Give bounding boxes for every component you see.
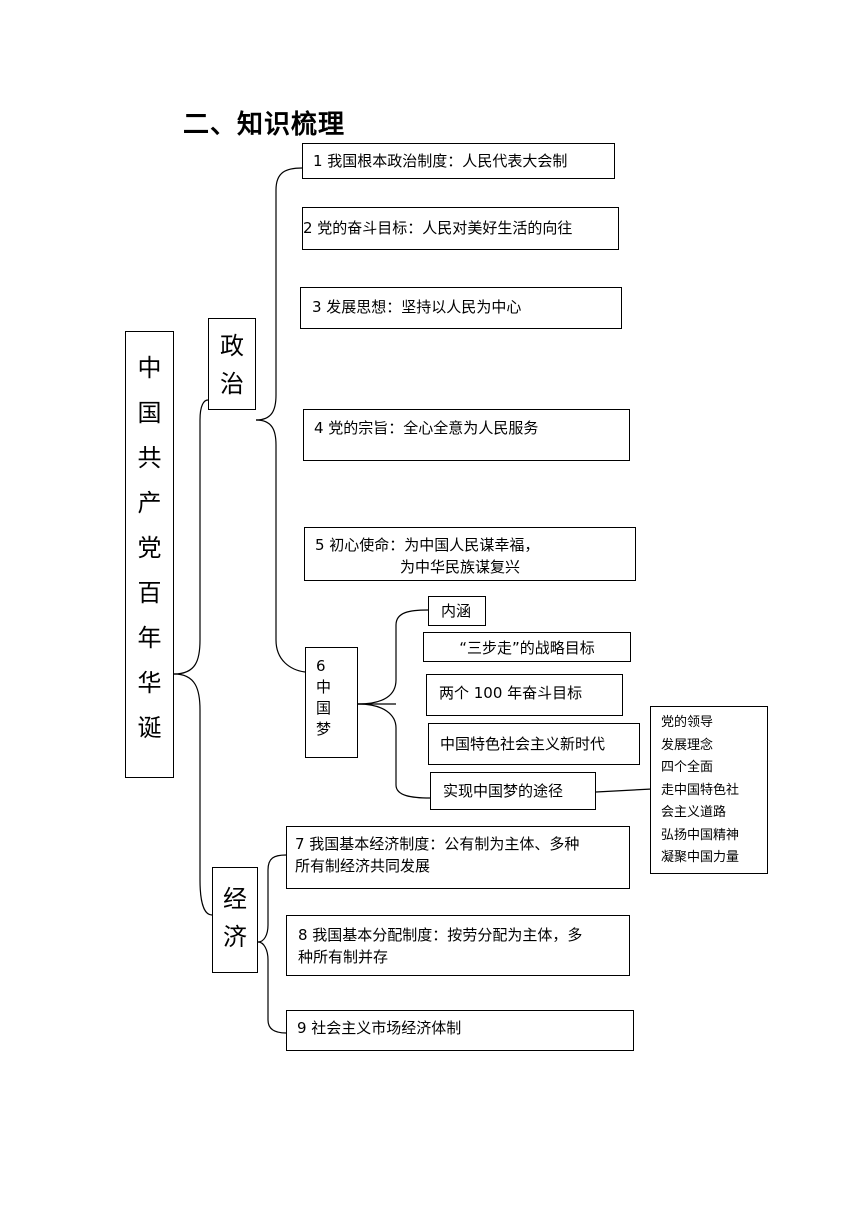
economy-item-8: 8 我国基本分配制度：按劳分配为主体，多 种所有制并存 (286, 915, 630, 976)
dream-item-two-centenary: 两个 100 年奋斗目标 (426, 674, 623, 716)
page-title: 二、知识梳理 (183, 110, 346, 140)
economy-char: 济 (223, 923, 247, 951)
root-char: 百 (137, 579, 162, 607)
chinese-dream-box: 6 中 国 梦 (305, 647, 358, 758)
dream-item-path: 实现中国梦的途径 (430, 772, 596, 810)
dream-char: 6 (316, 657, 326, 675)
dream-item-three-step: “三步走”的战略目标 (423, 632, 631, 662)
politics-item-3: 3 发展思想：坚持以人民为中心 (300, 287, 622, 329)
economy-item-8-line1: 8 我国基本分配制度：按劳分配为主体，多 (298, 926, 583, 944)
economy-box: 经 济 (212, 867, 258, 973)
dream-char: 国 (316, 699, 332, 717)
economy-char: 经 (223, 885, 247, 913)
politics-item-5-line2: 为中华民族谋复兴 (400, 558, 521, 576)
politics-item-2: 2 党的奋斗目标：人民对美好生活的向往 (302, 207, 619, 250)
politics-item-4: 4 党的宗旨：全心全意为人民服务 (303, 409, 630, 461)
politics-item-5-line1: 5 初心使命：为中国人民谋幸福， (315, 536, 540, 554)
politics-char: 治 (220, 370, 244, 398)
dream-char: 中 (316, 678, 332, 696)
dream-path-list: 党的领导 发展理念 四个全面 走中国特色社 会主义道路 弘扬中国精神 凝聚中国力… (650, 706, 768, 874)
path-item: 弘扬中国精神 (661, 827, 740, 843)
politics-char: 政 (220, 332, 244, 360)
path-item: 发展理念 (661, 737, 714, 753)
path-item: 会主义道路 (661, 805, 727, 820)
economy-item-7: 7 我国基本经济制度：公有制为主体、多种 所有制经济共同发展 (286, 826, 630, 889)
root-char: 党 (137, 534, 162, 562)
path-item: 党的领导 (661, 715, 714, 730)
dream-item-connotation: 内涵 (428, 596, 486, 626)
path-item: 走中国特色社 (661, 782, 740, 798)
dream-item-new-era: 中国特色社会主义新时代 (428, 723, 640, 765)
root-topic-box: 中 国 共 产 党 百 年 华 诞 (125, 331, 174, 778)
economy-item-9: 9 社会主义市场经济体制 (286, 1010, 634, 1051)
root-char: 产 (137, 489, 162, 517)
economy-item-7-line2: 所有制经济共同发展 (295, 857, 431, 875)
path-item: 四个全面 (661, 760, 714, 775)
economy-item-7-line1: 7 我国基本经济制度：公有制为主体、多种 (295, 835, 580, 853)
politics-item-1: 1 我国根本政治制度：人民代表大会制 (302, 143, 615, 179)
root-char: 诞 (137, 714, 162, 742)
root-char: 中 (137, 354, 162, 382)
politics-item-2-text: 2 党的奋斗目标：人民对美好生活的向往 (303, 219, 573, 237)
path-item: 凝聚中国力量 (661, 850, 740, 865)
politics-item-5: 5 初心使命：为中国人民谋幸福， 为中华民族谋复兴 (304, 527, 636, 581)
root-char: 年 (137, 624, 162, 652)
economy-item-8-line2: 种所有制并存 (298, 948, 389, 966)
politics-box: 政 治 (208, 318, 256, 410)
root-char: 华 (137, 669, 162, 697)
root-char: 共 (137, 444, 162, 472)
dream-char: 梦 (316, 720, 332, 738)
root-char: 国 (137, 399, 162, 427)
